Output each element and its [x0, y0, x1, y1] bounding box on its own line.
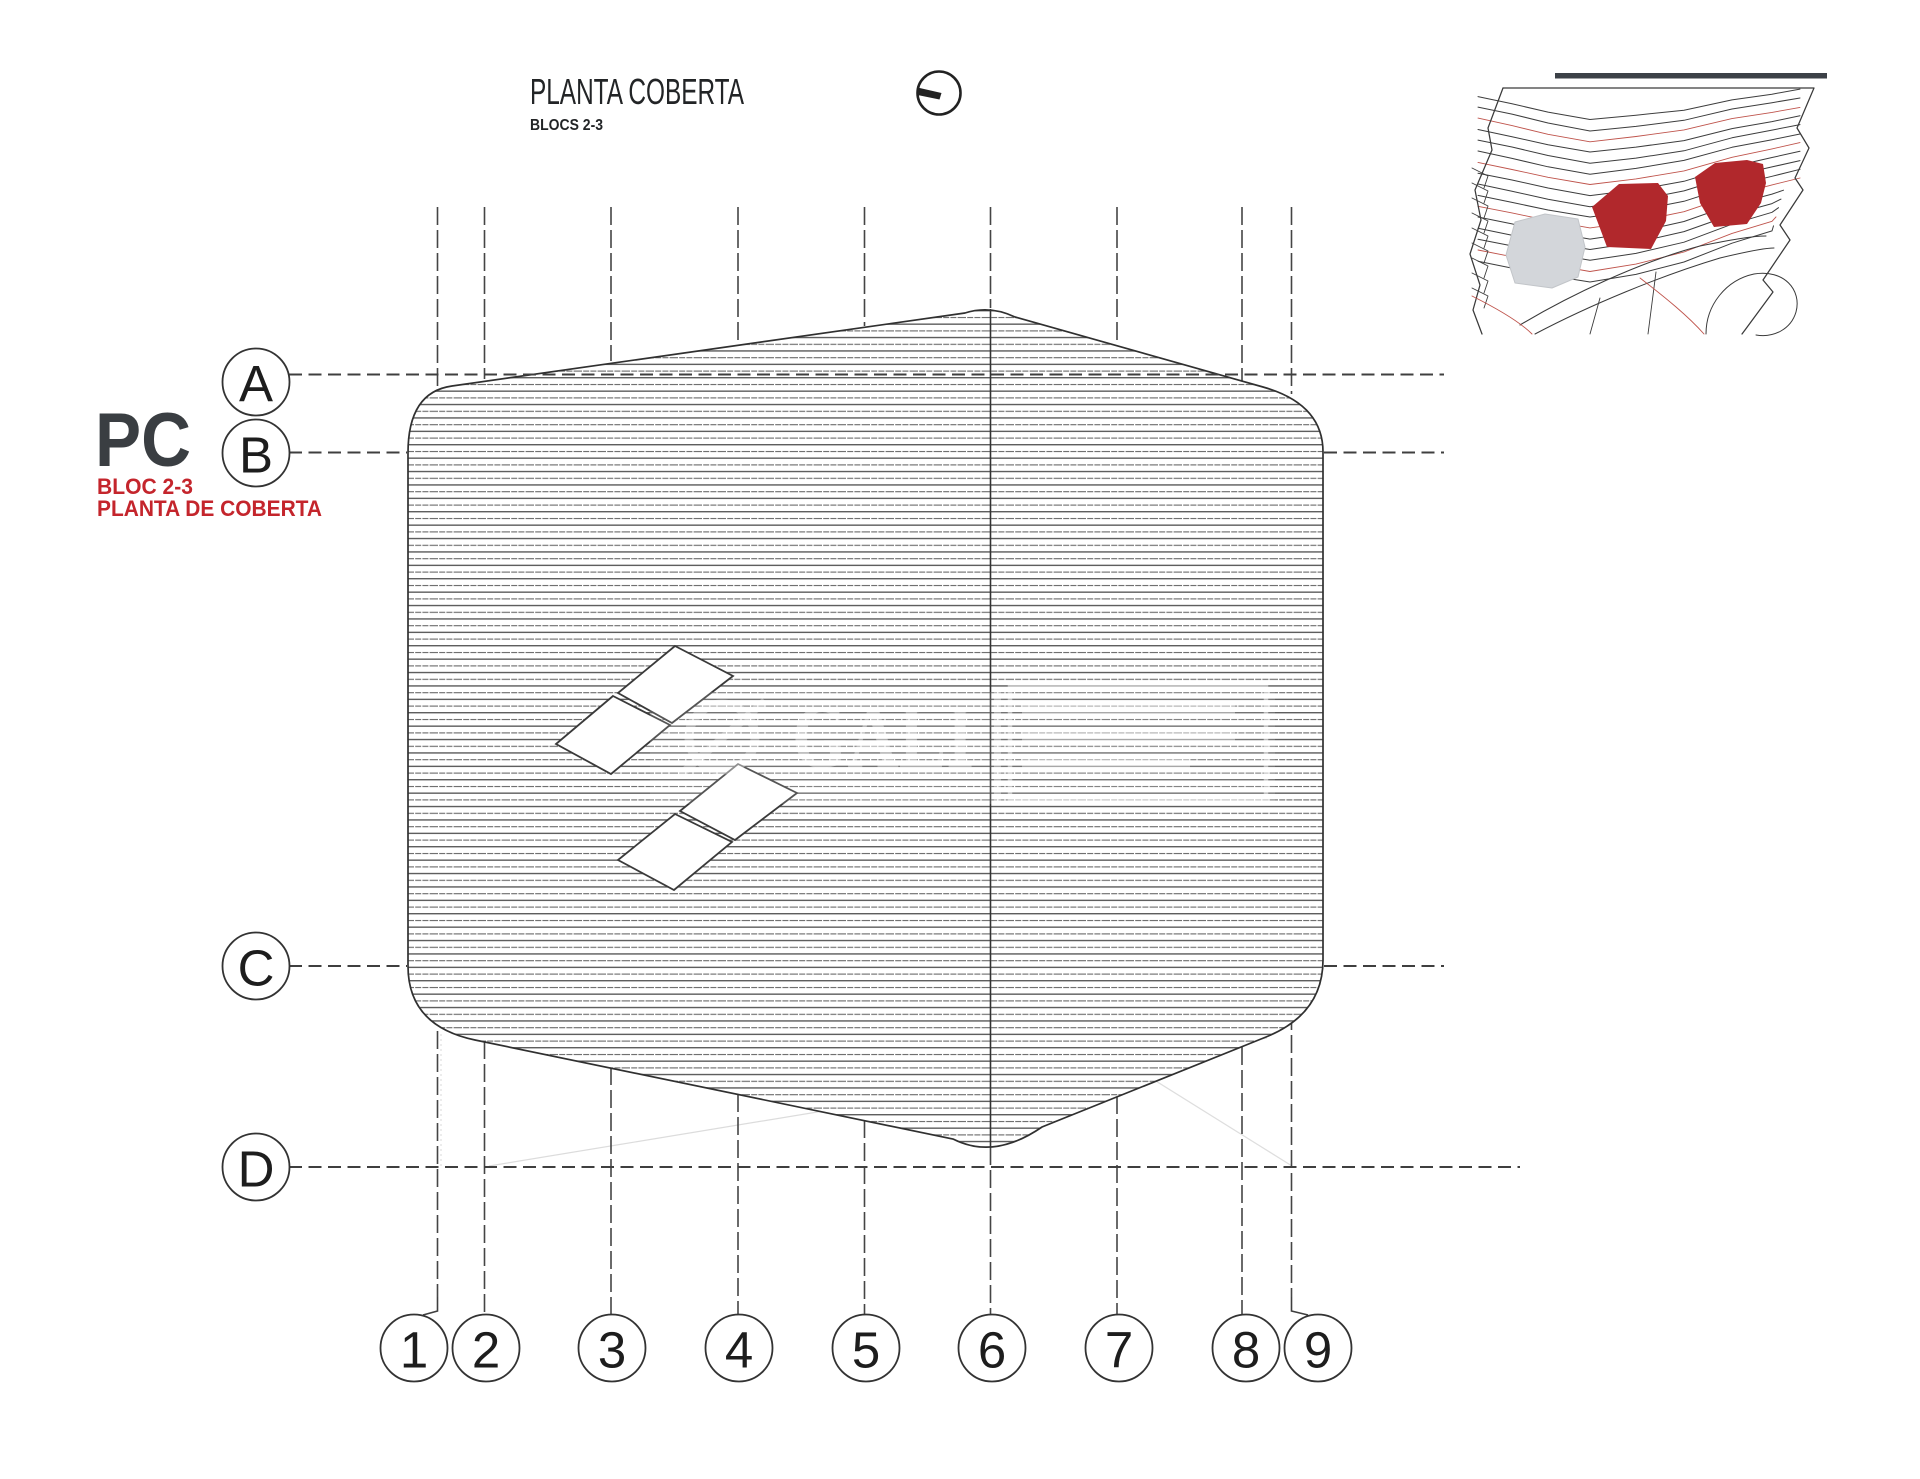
svg-text:9: 9: [1304, 1322, 1332, 1379]
svg-text:7: 7: [1105, 1322, 1133, 1379]
svg-text:2: 2: [472, 1322, 500, 1379]
svg-text:8: 8: [1232, 1322, 1260, 1379]
svg-text:PLANTA DE COBERTA: PLANTA DE COBERTA: [97, 496, 322, 521]
svg-text:D: D: [238, 1141, 275, 1198]
svg-text:BLOC 2-3: BLOC 2-3: [97, 474, 193, 499]
svg-text:3: 3: [598, 1322, 626, 1379]
svg-text:PC: PC: [95, 398, 191, 483]
svg-text:A: A: [239, 356, 273, 413]
svg-text:B: B: [239, 427, 273, 484]
svg-text:PLANTA COBERTA: PLANTA COBERTA: [530, 71, 744, 112]
svg-text:4: 4: [725, 1322, 753, 1379]
svg-text:C: C: [238, 940, 275, 997]
svg-text:5: 5: [852, 1322, 880, 1379]
svg-text:GALI: GALI: [792, 688, 974, 787]
svg-text:1: 1: [400, 1322, 428, 1379]
svg-text:BLOCS 2-3: BLOCS 2-3: [530, 117, 603, 134]
svg-text:6: 6: [978, 1322, 1006, 1379]
